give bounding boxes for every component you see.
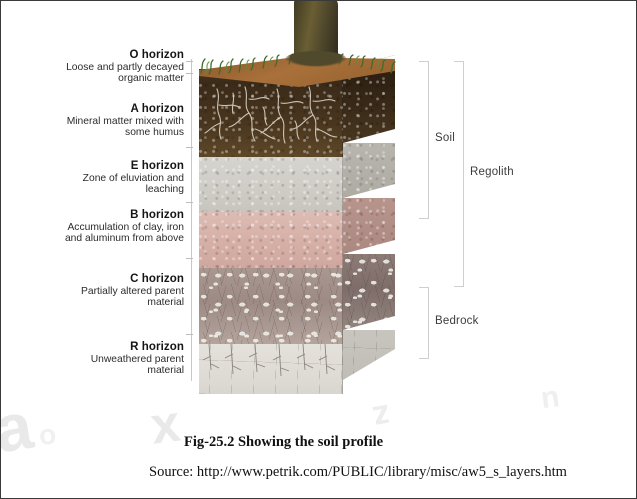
horizon-heading-a: A horizon [130, 103, 184, 115]
bracket-regolith [454, 61, 464, 287]
soil-grain-texture [343, 69, 395, 143]
horizon-description-b: Accumulation of clay, iron and aluminum … [64, 222, 184, 245]
watermark-fragment: o [37, 418, 60, 451]
tree-trunk [285, 1, 347, 67]
horizon-label-c: C horizon Partially altered parent mater… [59, 273, 184, 309]
horizon-heading-b: B horizon [130, 209, 184, 221]
root-network [199, 83, 343, 157]
front-layer-a [199, 83, 343, 157]
horizon-heading-o: O horizon [129, 49, 184, 61]
horizon-description-o: Loose and partly decayed organic matter [66, 62, 184, 85]
horizon-label-o: O horizon Loose and partly decayed organ… [59, 49, 184, 85]
group-label-regolith: Regolith [470, 166, 514, 178]
horizon-label-b: B horizon Accumulation of clay, iron and… [59, 209, 184, 245]
horizon-tick-r [186, 334, 193, 335]
horizon-description-e: Zone of eluviation and leaching [82, 173, 184, 196]
horizon-tick-b [186, 202, 193, 203]
horizon-description-a: Mineral matter mixed with some humus [66, 116, 184, 139]
front-layer-b [199, 212, 343, 268]
front-layer-e [199, 157, 343, 212]
side-layer-c [343, 254, 395, 330]
horizon-tick-c [186, 258, 193, 259]
figure-source: Source: http://www.petrik.com/PUBLIC/lib… [149, 464, 567, 480]
figure-caption: Fig-25.2 Showing the soil profile [184, 434, 384, 450]
soil-grain-texture [199, 212, 343, 268]
soil-grain-texture [199, 157, 343, 212]
soil-grain-texture [343, 143, 395, 198]
block-vertical-edge [342, 69, 343, 394]
block-side-face [343, 55, 395, 380]
horizon-description-r: Unweathered parent material [90, 354, 184, 377]
side-layer-r [343, 330, 395, 380]
rock-fragment-texture [343, 254, 395, 330]
soil-grain-texture [199, 83, 343, 157]
horizon-scale-line [191, 59, 192, 381]
horizon-heading-e: E horizon [130, 160, 184, 172]
group-label-bedrock: Bedrock [435, 315, 479, 327]
watermark-fragment: n [538, 379, 564, 416]
side-layer-b [343, 198, 395, 254]
horizon-tick-e [186, 147, 193, 148]
bracket-bedrock [419, 287, 429, 359]
group-label-soil: Soil [435, 132, 455, 144]
bedrock-crack-texture [199, 344, 343, 394]
horizon-description-c: Partially altered parent material [80, 286, 184, 309]
watermark-fragment: z [367, 396, 394, 438]
horizon-label-r: R horizon Unweathered parent material [59, 341, 184, 377]
watermark-fragment: a [0, 387, 40, 467]
horizon-heading-c: C horizon [130, 273, 184, 285]
front-layer-c [199, 268, 343, 344]
horizon-tick-o [186, 61, 193, 62]
rock-fragment-texture [199, 268, 343, 344]
horizon-heading-r: R horizon [130, 341, 184, 353]
bedrock-crack-texture [343, 330, 395, 380]
block-front-face [199, 69, 343, 394]
soil-grain-texture [343, 198, 395, 254]
side-layer-e [343, 143, 395, 198]
front-layer-r [199, 344, 343, 394]
side-layer-a [343, 69, 395, 143]
bracket-soil [419, 61, 429, 219]
bedrock-fracture-lines [199, 344, 343, 394]
horizon-label-e: E horizon Zone of eluviation and leachin… [59, 160, 184, 196]
watermark-fragment: x [147, 394, 186, 456]
horizon-label-a: A horizon Mineral matter mixed with some… [59, 103, 184, 139]
soil-profile-block [199, 1, 396, 400]
horizon-tick-a [186, 73, 193, 74]
